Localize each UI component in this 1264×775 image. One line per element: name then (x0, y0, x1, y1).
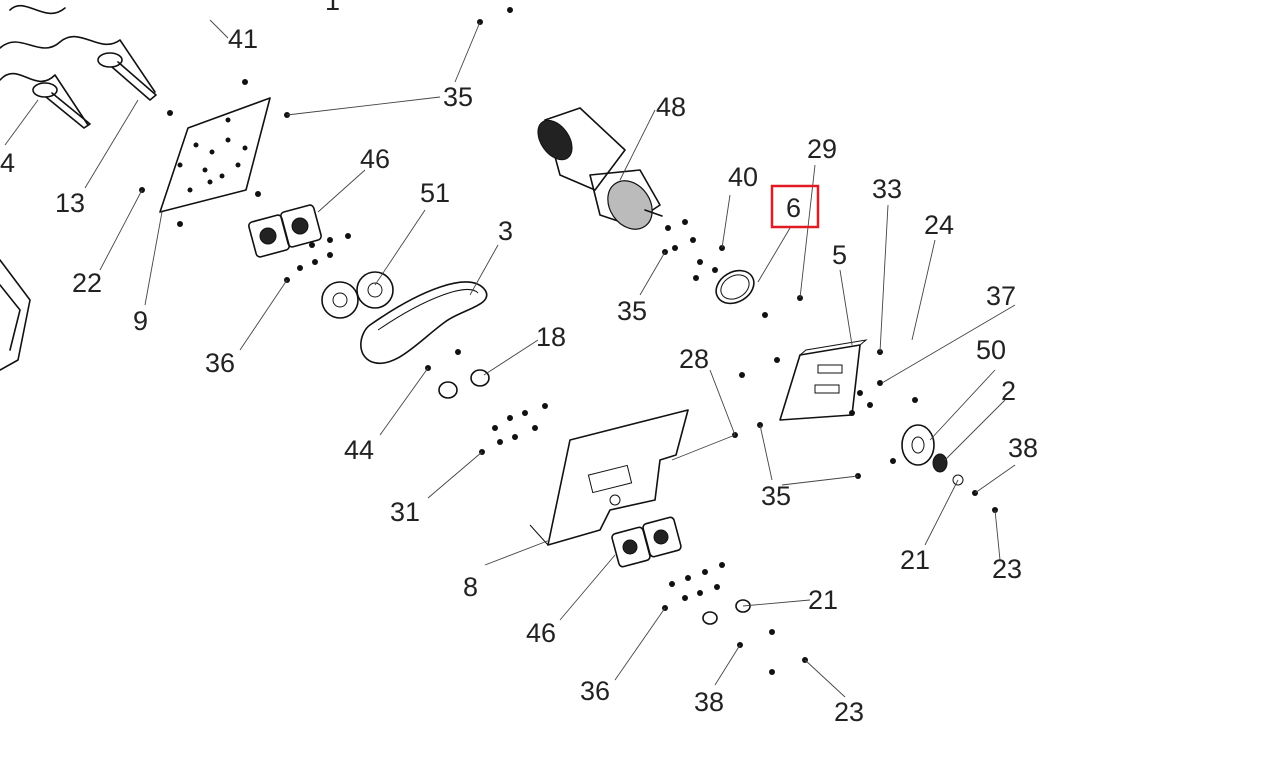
label-33: 33 (872, 174, 902, 204)
bearing-blocks-46-lower (611, 516, 682, 568)
label-38-low: 38 (694, 687, 724, 717)
label-21-right: 21 (900, 545, 930, 575)
sprockets-51 (321, 271, 394, 319)
label-28: 28 (679, 344, 709, 374)
label-5: 5 (832, 240, 847, 270)
label-23-right: 23 (992, 554, 1022, 584)
sprocket-50 (901, 424, 964, 486)
label-38-right: 38 (1008, 433, 1038, 463)
label-8: 8 (463, 572, 478, 602)
label-23-low: 23 (834, 697, 864, 727)
retaining-ring-6 (715, 269, 755, 305)
label-21-low: 21 (808, 585, 838, 615)
bracket-5 (779, 339, 868, 421)
frame-plate-8 (529, 409, 689, 546)
label-50: 50 (976, 335, 1006, 365)
auger-screws (0, 4, 157, 371)
bushings-18 (438, 369, 490, 399)
label-9: 9 (133, 306, 148, 336)
label-35-low: 35 (761, 481, 791, 511)
highlight-box-6 (770, 184, 820, 229)
bearing-blocks-46-upper (248, 204, 322, 258)
label-3: 3 (498, 216, 513, 246)
label-2: 2 (1001, 376, 1016, 406)
label-22: 22 (72, 268, 102, 298)
label-36-low: 36 (580, 676, 610, 706)
gear-motor-48 (537, 107, 663, 230)
washers-21-lower (702, 599, 751, 625)
fasteners (139, 7, 998, 675)
label-18: 18 (536, 322, 566, 352)
label-35-mid: 35 (617, 296, 647, 326)
label-29: 29 (807, 134, 837, 164)
mounting-plate-9 (159, 97, 271, 213)
label-44: 44 (344, 435, 374, 465)
label-13: 13 (55, 188, 85, 218)
label-36-top: 36 (205, 348, 235, 378)
label-24: 24 (924, 210, 954, 240)
label-4: 4 (0, 148, 15, 178)
label-48: 48 (656, 92, 686, 122)
label-6: 6 (786, 193, 801, 223)
label-41: 41 (228, 24, 258, 54)
label-46-top: 46 (360, 144, 390, 174)
label-31: 31 (390, 497, 420, 527)
label-40: 40 (728, 162, 758, 192)
callout-labels: 41 1 35 48 4 13 46 40 29 6 33 24 51 22 3… (0, 0, 1038, 727)
label-35-top: 35 (443, 82, 473, 112)
leader-lines (4, 19, 1016, 698)
label-1: 1 (325, 0, 340, 16)
drive-belt-3 (360, 281, 488, 365)
label-46-low: 46 (526, 618, 556, 648)
label-37: 37 (986, 281, 1016, 311)
label-51: 51 (420, 178, 450, 208)
